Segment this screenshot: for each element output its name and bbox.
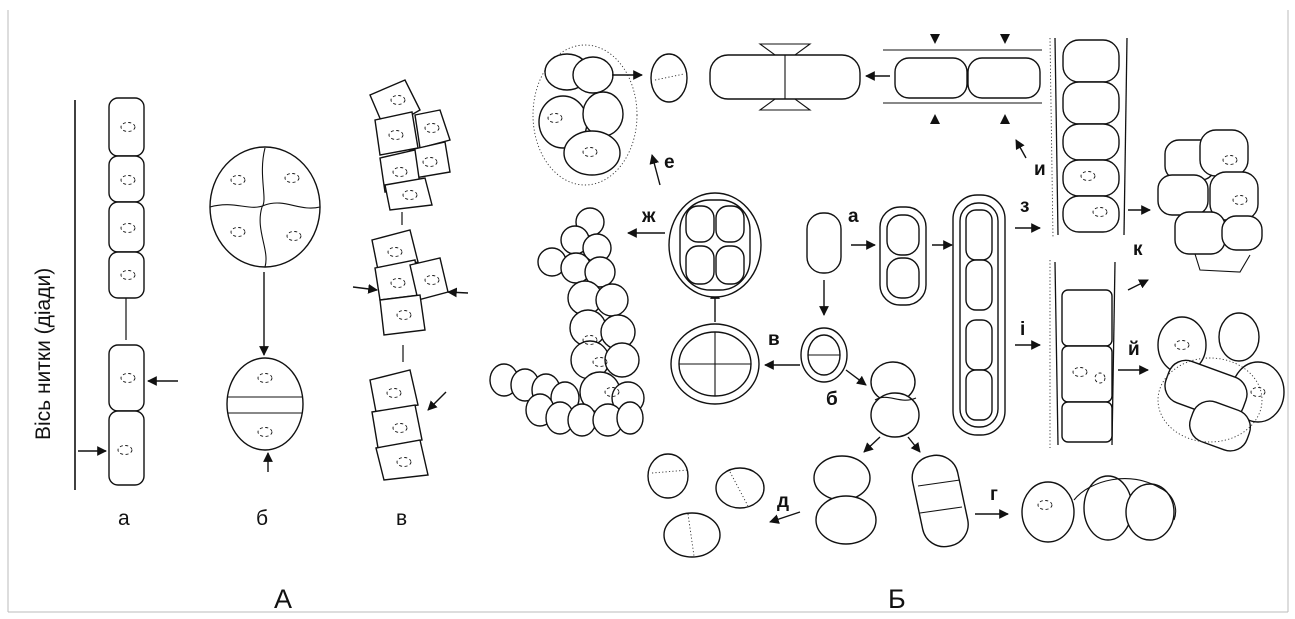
label-y: й [1128,339,1140,360]
sublabel-v: в [396,507,407,530]
label-v: в [768,329,780,350]
panel-a-caption: А [274,584,292,614]
panel-b: а з і в б [490,34,1284,614]
label-y2: и [1034,159,1046,180]
label-g: г [990,484,998,505]
top-row: е и [533,34,1046,185]
filament-a [78,98,178,485]
label-i: і [1020,319,1025,340]
cysts-y [1158,313,1284,456]
label-b: б [826,389,838,410]
sublabel-b: б [256,507,268,530]
filament-v [353,80,468,480]
label-z: з [1020,196,1029,217]
initial-cell [807,213,841,273]
colony-b [210,147,320,472]
filament-z [1050,38,1150,238]
branching-colony [490,208,644,436]
axis-label: Вісь нитки (діади) [32,268,55,440]
panel-a: Вісь нитки (діади) а [32,80,468,614]
label-e: е [664,152,675,173]
sublabel-a: а [118,507,130,530]
label-d: д [777,491,789,512]
label-zh: ж [641,206,656,227]
label-a: а [848,206,859,227]
panel-b-caption: Б [888,584,906,614]
filament-i: й [1050,260,1148,448]
label-k: к [1133,239,1143,260]
